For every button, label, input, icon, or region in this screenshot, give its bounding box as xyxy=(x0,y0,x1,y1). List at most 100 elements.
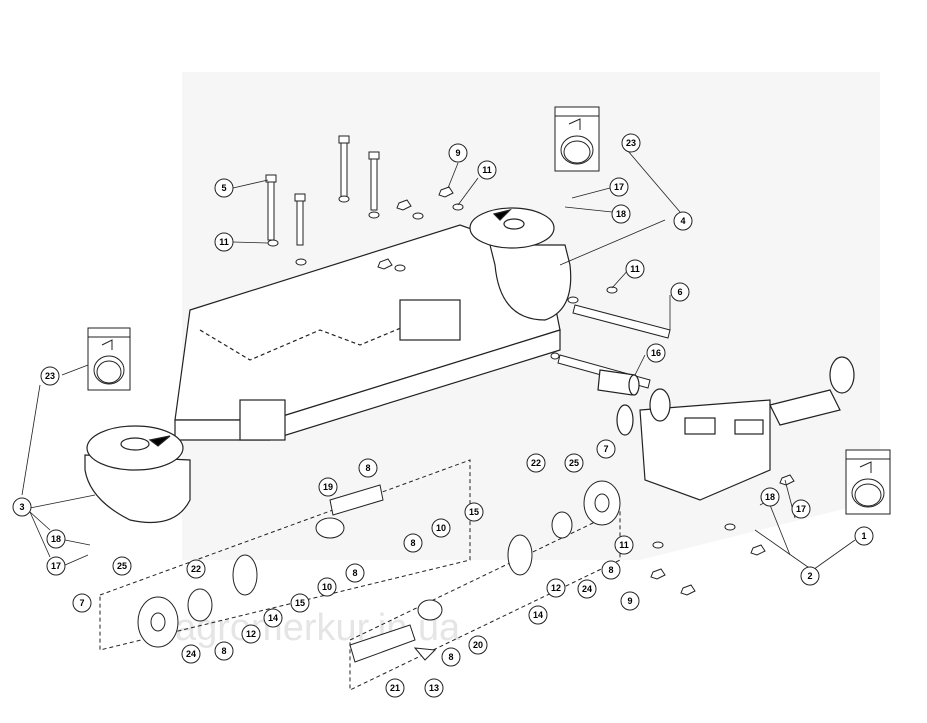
svg-text:7: 7 xyxy=(603,444,608,454)
callout-11: 11 xyxy=(477,160,497,180)
callout-25: 25 xyxy=(564,453,584,473)
center-shaft-assembly xyxy=(349,509,621,691)
right-flange-assembly xyxy=(551,480,621,539)
callout-22: 22 xyxy=(186,559,206,579)
svg-text:18: 18 xyxy=(51,534,61,544)
leader-lines xyxy=(21,143,856,573)
callout-23: 23 xyxy=(40,366,60,386)
svg-text:23: 23 xyxy=(626,138,636,148)
callout-11: 11 xyxy=(214,232,234,252)
svg-text:11: 11 xyxy=(482,165,492,175)
callout-8: 8 xyxy=(214,641,234,661)
callout-8: 8 xyxy=(601,560,621,580)
callout-17: 17 xyxy=(46,556,66,576)
left-shaft-assembly xyxy=(99,459,471,651)
callout-5: 5 xyxy=(214,178,234,198)
callout-17: 17 xyxy=(791,499,811,519)
callout-3: 3 xyxy=(12,497,32,517)
callout-15: 15 xyxy=(290,593,310,613)
svg-text:10: 10 xyxy=(322,582,332,592)
callout-10: 10 xyxy=(317,577,337,597)
svg-text:20: 20 xyxy=(473,640,483,650)
callout-20: 20 xyxy=(468,635,488,655)
callout-1: 1 xyxy=(854,526,874,546)
callout-8: 8 xyxy=(358,458,378,478)
svg-text:25: 25 xyxy=(569,458,579,468)
callout-22: 22 xyxy=(526,453,546,473)
callout-11: 11 xyxy=(625,259,645,279)
svg-text:22: 22 xyxy=(191,564,201,574)
callout-18: 18 xyxy=(46,529,66,549)
callout-7: 7 xyxy=(596,439,616,459)
svg-text:16: 16 xyxy=(651,348,661,358)
svg-text:17: 17 xyxy=(796,504,806,514)
svg-text:18: 18 xyxy=(616,209,626,219)
seal-ring-icon-top xyxy=(554,106,600,172)
callout-14: 14 xyxy=(263,608,283,628)
callout-9: 9 xyxy=(620,591,640,611)
svg-text:8: 8 xyxy=(410,538,415,548)
callout-9: 9 xyxy=(448,143,468,163)
bolt-icon-group xyxy=(265,135,380,246)
svg-text:17: 17 xyxy=(614,182,624,192)
svg-text:8: 8 xyxy=(221,646,226,656)
main-frame-beam xyxy=(174,224,561,441)
svg-text:12: 12 xyxy=(246,629,256,639)
svg-text:9: 9 xyxy=(455,148,460,158)
callout-23: 23 xyxy=(621,133,641,153)
washer-icon-group xyxy=(267,195,736,549)
svg-text:7: 7 xyxy=(79,598,84,608)
svg-text:21: 21 xyxy=(390,683,400,693)
svg-text:24: 24 xyxy=(582,584,592,594)
svg-text:19: 19 xyxy=(323,482,333,492)
svg-text:8: 8 xyxy=(352,568,357,578)
seal-ring-icon-right xyxy=(845,449,891,515)
svg-text:23: 23 xyxy=(45,371,55,381)
gearbox-icon xyxy=(616,356,855,501)
callout-10: 10 xyxy=(431,518,451,538)
callout-8: 8 xyxy=(441,647,461,667)
callout-25: 25 xyxy=(112,556,132,576)
callout-8: 8 xyxy=(403,533,423,553)
svg-text:4: 4 xyxy=(680,216,685,226)
svg-text:25: 25 xyxy=(117,561,127,571)
callout-7: 7 xyxy=(72,593,92,613)
svg-text:11: 11 xyxy=(619,540,629,550)
svg-text:5: 5 xyxy=(221,183,226,193)
seal-ring-icon-left xyxy=(87,327,131,391)
svg-text:14: 14 xyxy=(533,610,543,620)
svg-text:15: 15 xyxy=(469,507,479,517)
callout-19: 19 xyxy=(318,477,338,497)
callout-11: 11 xyxy=(614,535,634,555)
callout-18: 18 xyxy=(760,487,780,507)
svg-text:11: 11 xyxy=(219,237,229,247)
callout-2: 2 xyxy=(800,566,820,586)
callout-16: 16 xyxy=(646,343,666,363)
svg-text:24: 24 xyxy=(186,649,196,659)
svg-text:12: 12 xyxy=(551,583,561,593)
left-rotor-housing xyxy=(84,425,191,524)
callout-4: 4 xyxy=(673,211,693,231)
callout-group: 5 11 9 11 23 17 18 4 11 6 16 23 3 18 17 … xyxy=(12,133,874,698)
sleeve-part xyxy=(597,369,640,396)
svg-text:8: 8 xyxy=(448,652,453,662)
svg-text:9: 9 xyxy=(627,596,632,606)
svg-text:22: 22 xyxy=(531,458,541,468)
callout-24: 24 xyxy=(181,644,201,664)
callout-15: 15 xyxy=(464,502,484,522)
callout-14: 14 xyxy=(528,605,548,625)
svg-text:15: 15 xyxy=(295,598,305,608)
callout-21: 21 xyxy=(385,678,405,698)
callout-8: 8 xyxy=(345,563,365,583)
svg-text:13: 13 xyxy=(429,683,439,693)
callout-12: 12 xyxy=(546,578,566,598)
callout-12: 12 xyxy=(241,624,261,644)
callout-13: 13 xyxy=(424,678,444,698)
svg-text:18: 18 xyxy=(765,492,775,502)
svg-text:2: 2 xyxy=(807,571,812,581)
svg-text:8: 8 xyxy=(608,565,613,575)
svg-text:11: 11 xyxy=(630,264,640,274)
svg-text:3: 3 xyxy=(19,502,24,512)
callout-18: 18 xyxy=(611,204,631,224)
